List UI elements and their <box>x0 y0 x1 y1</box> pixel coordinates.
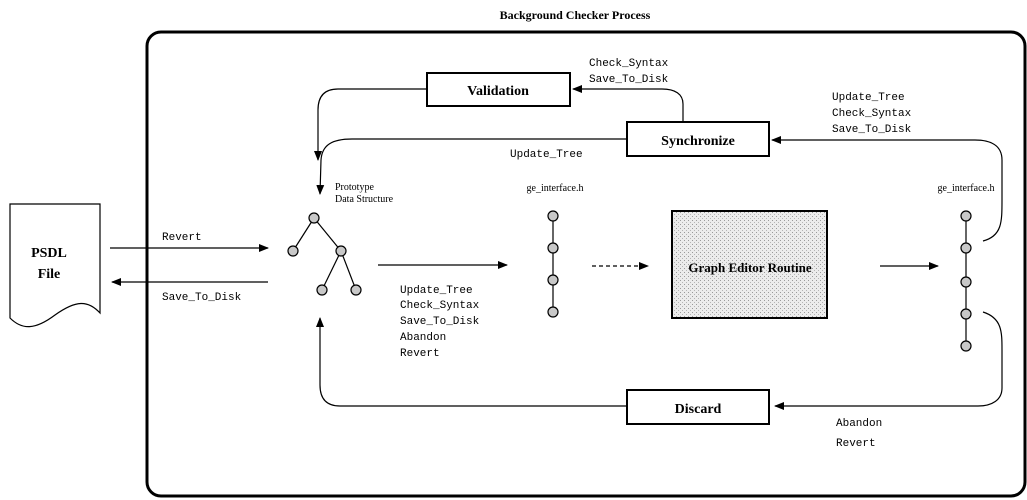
synchronize-node: Synchronize <box>626 121 770 157</box>
chain-node <box>960 210 972 222</box>
middle-command-2: Check_Syntax <box>400 300 480 312</box>
middle-commands: Update_Tree Check_Syntax Save_To_Disk Ab… <box>400 285 480 360</box>
tree-node <box>308 212 320 224</box>
chain-node <box>960 340 972 352</box>
synchronize-command-2: Check_Syntax <box>832 108 912 120</box>
synchronize-to-validation-arrow <box>572 85 684 122</box>
interface-right-chain <box>960 210 972 352</box>
middle-command-1: Update_Tree <box>400 285 473 297</box>
validation-label: Validation <box>467 84 529 99</box>
discard-node: Discard <box>626 389 770 425</box>
diagram-title: Background Checker Process <box>500 8 651 22</box>
interface-to-synchronize-arrow <box>771 136 1003 242</box>
psdl-file-line2: File <box>38 267 61 282</box>
synchronize-command-1: Update_Tree <box>832 92 905 104</box>
tree-edge <box>292 217 315 252</box>
prototype-label-line1: Prototype <box>335 182 374 193</box>
tree-edge <box>340 250 357 291</box>
chain-node <box>547 274 559 286</box>
psdl-file-line1: PSDL <box>31 246 67 261</box>
interface-right-label: ge_interface.h <box>938 183 995 194</box>
discard-box <box>626 389 770 425</box>
synchronize-command-3: Save_To_Disk <box>832 124 912 136</box>
interface-to-discard-arrow <box>774 311 1003 410</box>
interface-left-chain <box>547 210 559 318</box>
tree-node <box>350 284 362 296</box>
process-frame <box>145 30 1027 498</box>
tree-node <box>335 245 347 257</box>
validation-command-1: Check_Syntax <box>589 58 669 70</box>
validation-node: Validation <box>426 72 571 107</box>
middle-command-4: Abandon <box>400 332 446 344</box>
validation-to-prototype-arrow <box>314 88 427 161</box>
tree-edge <box>313 217 342 252</box>
chain-node <box>960 242 972 254</box>
middle-command-5: Revert <box>400 348 440 360</box>
revert-label: Revert <box>162 232 202 244</box>
psdl-file-shape <box>9 203 101 328</box>
discard-to-prototype-arrow <box>316 317 627 407</box>
graph-editor-box <box>671 210 828 319</box>
discard-label: Discard <box>675 402 722 417</box>
save-to-disk-label: Save_To_Disk <box>162 292 242 304</box>
chain-node <box>547 210 559 222</box>
prototype-tree <box>287 212 362 296</box>
chain-node <box>547 306 559 318</box>
synchronize-commands: Update_Tree Check_Syntax Save_To_Disk <box>832 92 912 136</box>
chain-node <box>960 276 972 288</box>
chain-node <box>960 308 972 320</box>
validation-commands: Check_Syntax Save_To_Disk <box>589 58 669 86</box>
chain-node <box>547 242 559 254</box>
middle-command-3: Save_To_Disk <box>400 316 480 328</box>
synchronize-label: Synchronize <box>661 134 735 149</box>
psdl-file: PSDL File <box>9 203 101 328</box>
synchronize-return-label: Update_Tree <box>510 149 583 161</box>
tree-node <box>287 245 299 257</box>
tree-edge <box>321 250 342 291</box>
discard-command-1: Abandon <box>836 418 882 430</box>
graph-editor-label: Graph Editor Routine <box>688 260 812 275</box>
validation-command-2: Save_To_Disk <box>589 74 669 86</box>
discard-command-2: Revert <box>836 438 876 450</box>
graph-editor-routine: Graph Editor Routine <box>671 210 828 319</box>
discard-commands: Abandon Revert <box>836 418 882 450</box>
tree-node <box>316 284 328 296</box>
interface-left-label: ge_interface.h <box>527 183 584 194</box>
prototype-label-line2: Data Structure <box>335 194 394 205</box>
